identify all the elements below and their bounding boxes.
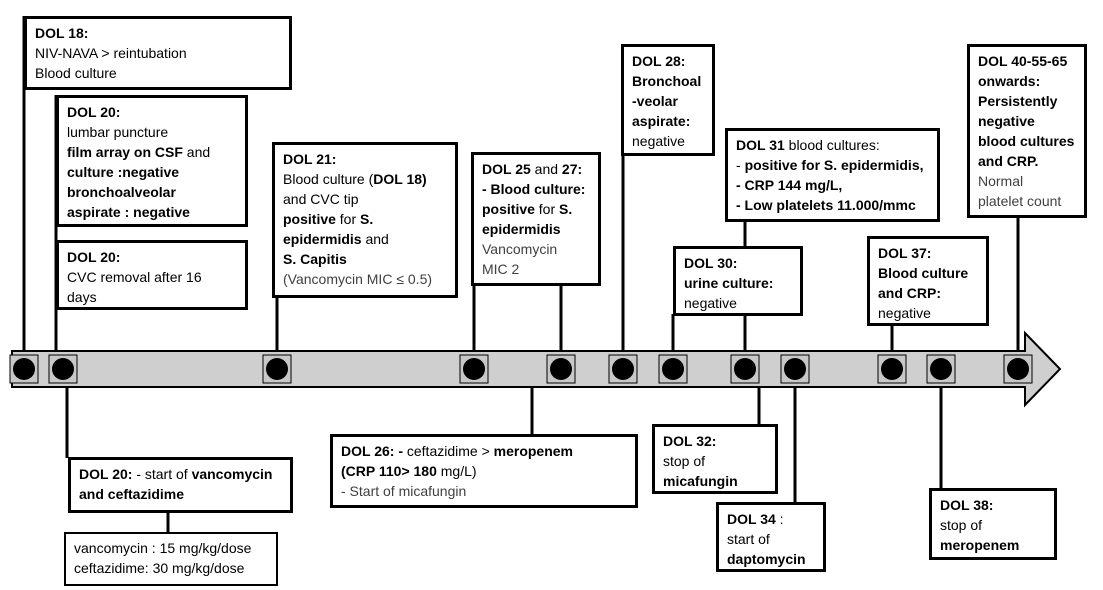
timeline-marker-dot [662,358,684,380]
event-box-dol21: DOL 21: Blood culture (DOL 18) and CVC t… [272,142,458,298]
event-box-dol20-lumbar: DOL 20: lumbar puncture film array on CS… [56,95,248,227]
event-box-dol26: DOL 26: - ceftazidime > meropenem (CRP 1… [330,434,638,508]
timeline-marker-dot [784,358,806,380]
event-box-dol30: DOL 30: urine culture: negative [673,246,803,316]
event-box-dol38: DOL 38: stop of meropenem [929,488,1057,560]
event-box-dol28: DOL 28: Bronchoal -veolar aspirate: nega… [621,44,715,156]
event-box-dol34: DOL 34 : start of daptomycin [716,502,826,572]
timeline-marker-dot [266,358,288,380]
event-box-dol32: DOL 32: stop of micafungin [652,424,778,494]
timeline-marker-dot [881,358,903,380]
timeline-marker-dot [930,358,952,380]
event-box-dol37: DOL 37: Blood culture and CRP: negative [867,236,989,326]
event-box-dol31: DOL 31 blood cultures: - positive for S.… [725,128,940,222]
event-box-dol40-55-65: DOL 40-55-65 onwards: Persistently negat… [967,44,1087,218]
timeline-marker-dot [1007,358,1029,380]
timeline-marker-dot [612,358,634,380]
timeline-marker-dot [463,358,485,380]
event-box-dol20-start-antibiotics: DOL 20: - start of vancomycin and ceftaz… [68,457,293,513]
event-box-dol20-cvc: DOL 20: CVC removal after 16 days [56,240,248,310]
timeline-markers [9,354,1033,384]
event-box-dol25-27: DOL 25 and 27: - Blood culture: positive… [471,152,601,286]
timeline-marker-dot [13,358,35,380]
timeline-marker-dot [734,358,756,380]
event-box-dol18: DOL 18: NIV-NAVA > reintubation Blood cu… [24,16,292,90]
timeline-marker-dot [550,358,572,380]
dose-box: vancomycin : 15 mg/kg/dose ceftazidime: … [64,532,278,586]
timeline-arrow [11,330,1062,408]
timeline-marker-dot [52,358,74,380]
